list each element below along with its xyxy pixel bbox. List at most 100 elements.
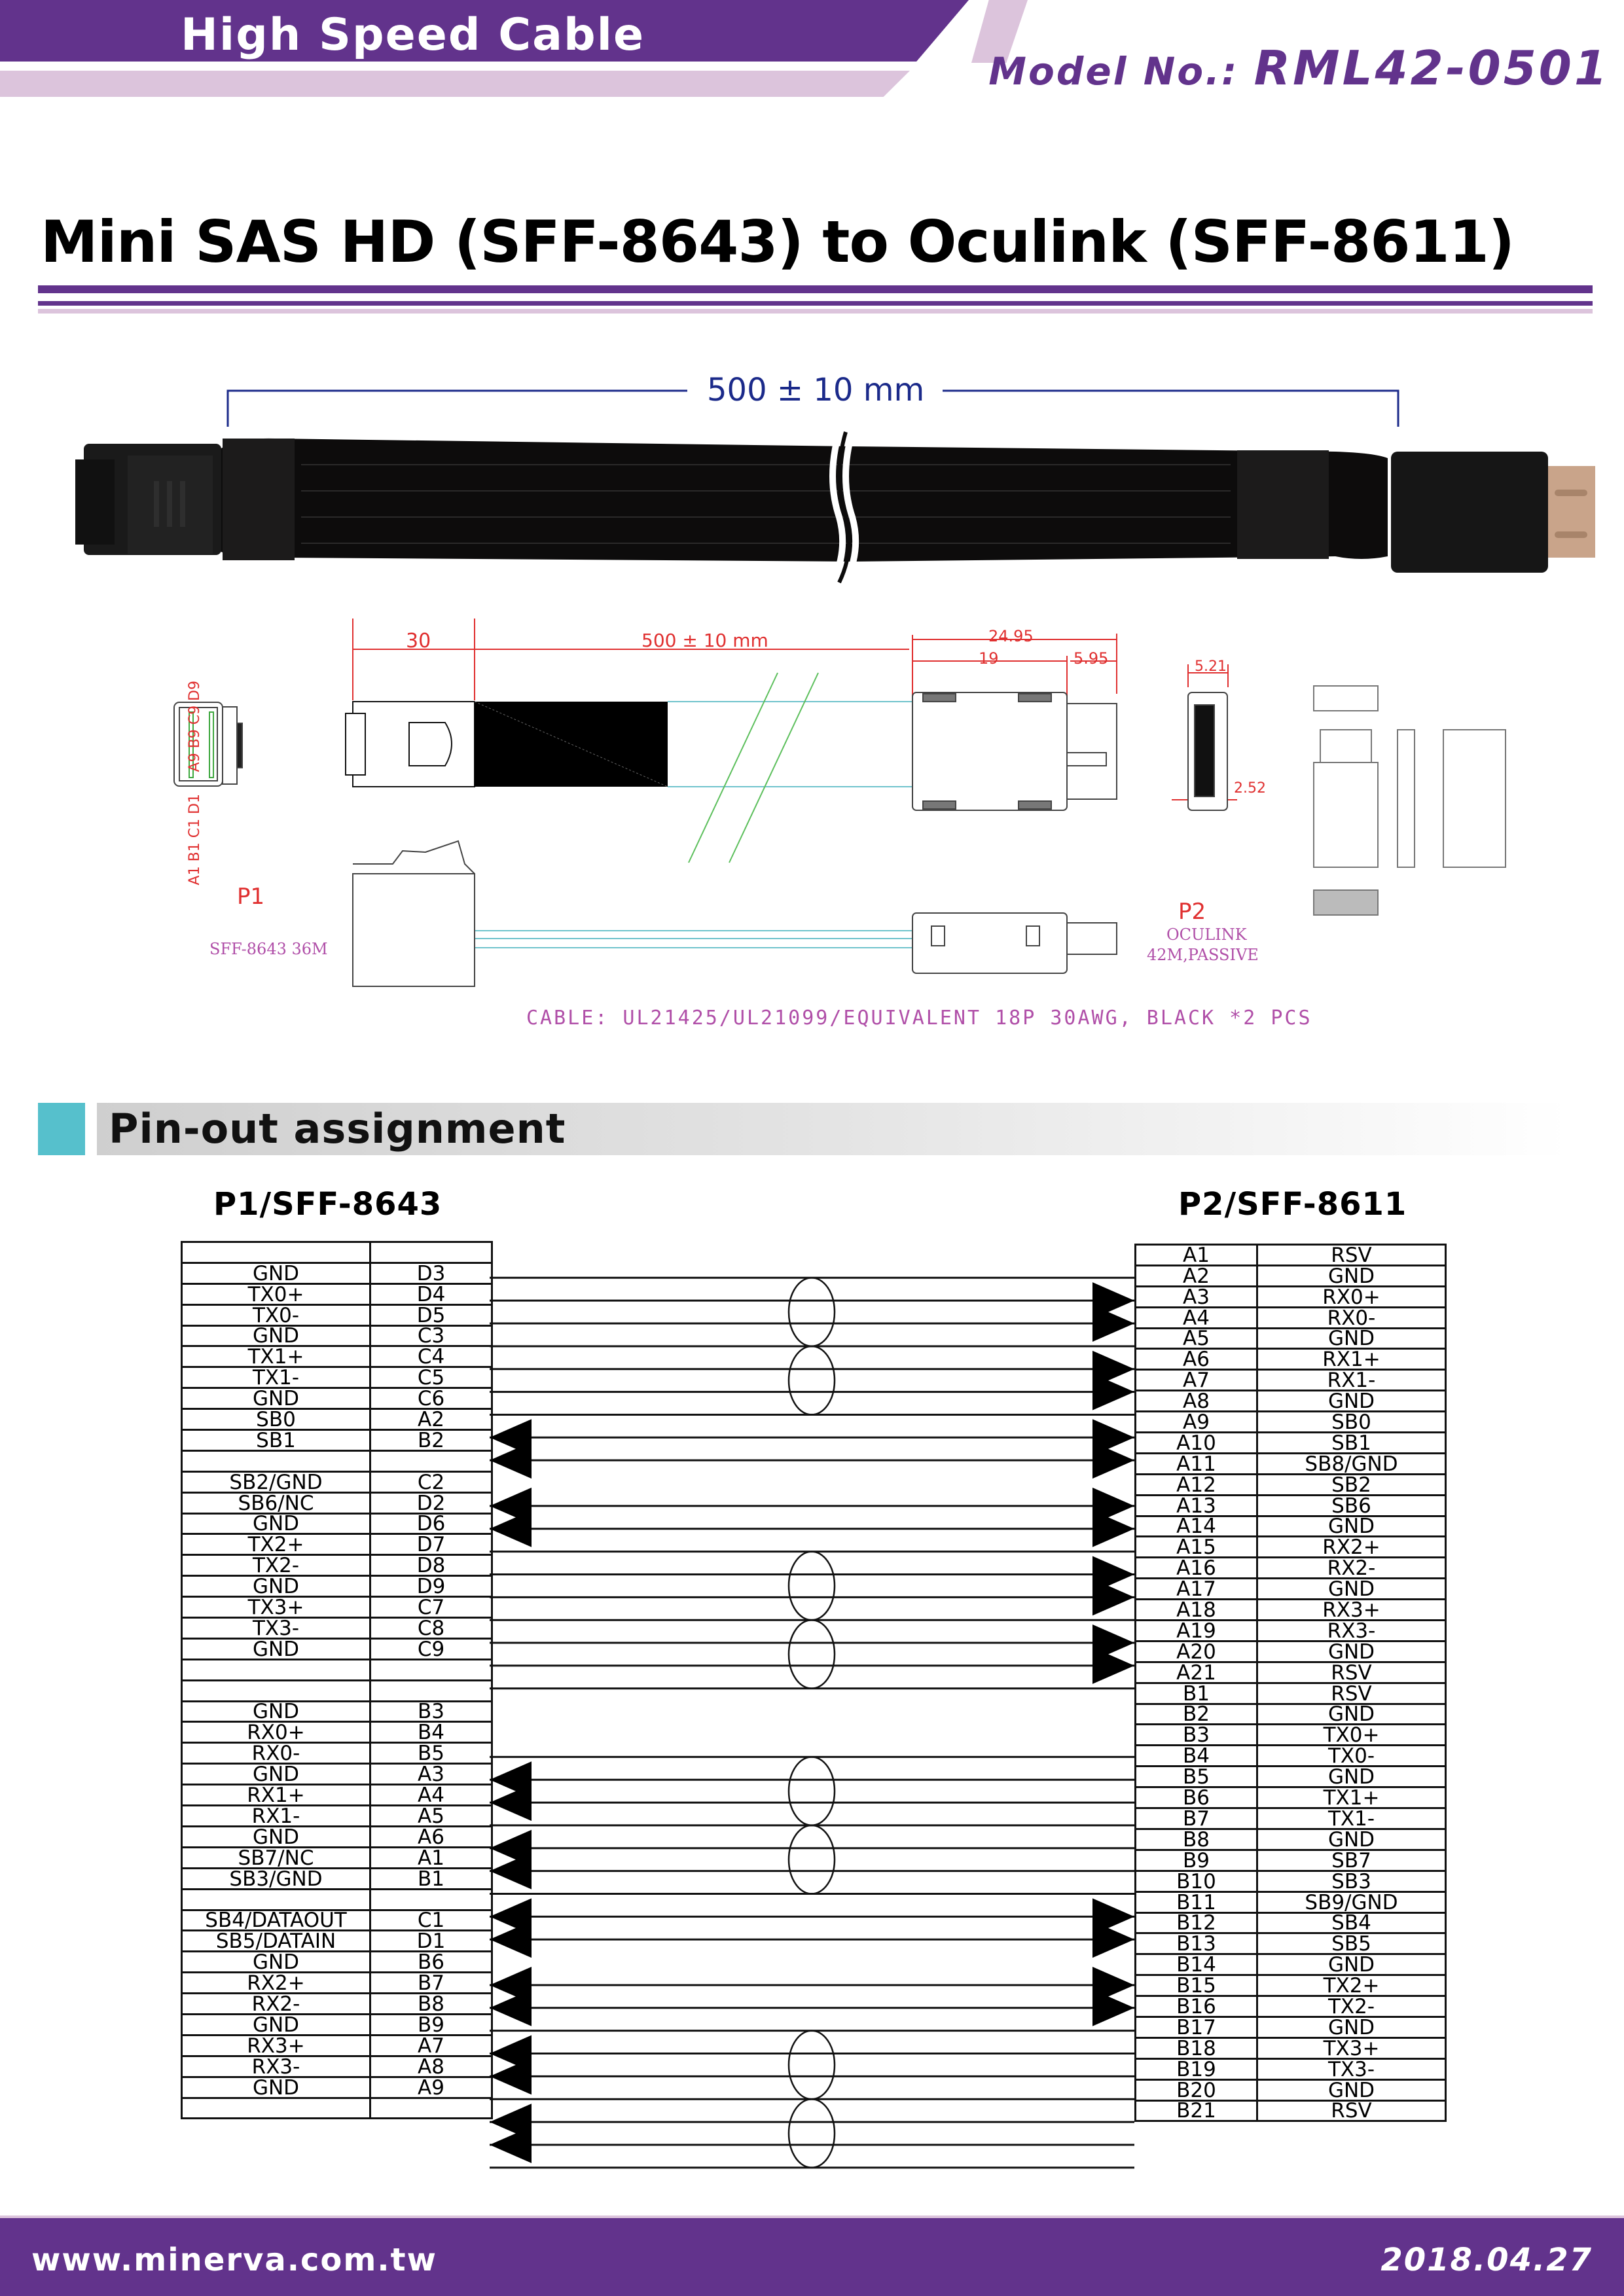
pin-cell: C5 <box>369 1366 493 1390</box>
pin-cell: B8 <box>369 1992 493 2015</box>
signal-cell: GND <box>181 1387 371 1410</box>
p1-description: SFF-8643 36M <box>209 940 328 958</box>
pin-cell: B4 <box>369 1721 493 1744</box>
signal-cell: TX0+ <box>181 1282 371 1306</box>
signal-cell: RX3+ <box>181 2034 371 2057</box>
p2-projection-views <box>1313 685 1506 916</box>
table-row: TX2-D8 <box>181 1554 493 1577</box>
technical-drawing <box>173 619 1506 987</box>
model-number: Model No.: RML42-0501 <box>988 41 1610 96</box>
signal-cell: RX1+ <box>1256 1348 1447 1371</box>
signal-cell: GND <box>181 1950 371 1974</box>
pin-cell: C2 <box>369 1470 493 1494</box>
signal-cell: SB1 <box>1256 1431 1447 1454</box>
pin-cell: A11 <box>1134 1452 1258 1475</box>
pin-cell: C9 <box>369 1637 493 1660</box>
signal-cell: RX1- <box>1256 1369 1447 1392</box>
pin-cell: C4 <box>369 1345 493 1369</box>
pin-cell: A17 <box>1134 1577 1258 1601</box>
pin-cell: B9 <box>369 2013 493 2036</box>
pin-cell: A1 <box>1134 1244 1258 1266</box>
pin-cell: B5 <box>1134 1765 1258 1789</box>
cable-photo <box>75 389 1595 584</box>
pin-cell: B3 <box>1134 1723 1258 1747</box>
signal-cell: TX2+ <box>181 1533 371 1556</box>
signal-cell: SB3 <box>1256 1869 1447 1893</box>
model-value: RML42-0501 <box>1254 41 1610 96</box>
signal-cell <box>181 1449 371 1473</box>
table-row: TX3+C7 <box>181 1596 493 1619</box>
cable-spec: CABLE: UL21425/UL21099/EQUIVALENT 18P 30… <box>526 1007 1312 1030</box>
oculink-connector-photo <box>1391 452 1595 573</box>
pin-cell: B19 <box>1134 2057 1258 2081</box>
signal-cell: RX2- <box>181 1992 371 2015</box>
table-row <box>181 1679 493 1702</box>
signal-cell: SB5 <box>1256 1932 1447 1956</box>
signal-cell: RX0+ <box>181 1721 371 1744</box>
signal-cell: RX3- <box>181 2054 371 2078</box>
signal-cell: GND <box>181 1324 371 1348</box>
signal-cell: TX1+ <box>181 1345 371 1369</box>
dim-p2-height: 5.21 <box>1195 658 1227 675</box>
dim-p2-body: 19 <box>979 649 999 668</box>
pin-cell: A1 <box>369 1846 493 1869</box>
signal-cell: RSV <box>1256 1660 1447 1684</box>
page-title: Mini SAS HD (SFF-8643) to Oculink (SFF-8… <box>41 208 1515 276</box>
p1-end-view <box>173 702 243 787</box>
signal-cell <box>181 1241 371 1264</box>
p2-side-view <box>912 912 1117 974</box>
signal-cell <box>181 2096 371 2120</box>
pin-cell: B7 <box>369 1971 493 1995</box>
signal-cell: GND <box>1256 1264 1447 1287</box>
pin-cell: A8 <box>369 2054 493 2078</box>
pin-cell <box>369 1658 493 1681</box>
table-row <box>181 1241 493 1264</box>
signal-cell: GND <box>1256 1765 1447 1789</box>
table-row: RX0-B5 <box>181 1742 493 1765</box>
pin-cell: A16 <box>1134 1556 1258 1580</box>
table-row: RX3-A8 <box>181 2054 493 2078</box>
signal-cell: TX2+ <box>1256 1974 1447 1998</box>
pin-cell: A8 <box>1134 1390 1258 1413</box>
signal-cell: TX3+ <box>1256 2036 1447 2060</box>
section-marker <box>38 1103 85 1155</box>
pin-cell: A12 <box>1134 1473 1258 1496</box>
signal-cell: GND <box>1256 1640 1447 1663</box>
pin-cell: C3 <box>369 1324 493 1348</box>
website-link[interactable]: www.minerva.com.tw <box>31 2242 437 2278</box>
pin-cell: A2 <box>369 1408 493 1431</box>
signal-cell: SB1 <box>181 1429 371 1452</box>
pin-cell: B13 <box>1134 1932 1258 1956</box>
model-label: Model No.: <box>988 49 1254 94</box>
signal-cell: TX1- <box>181 1366 371 1390</box>
pin-cell: A14 <box>1134 1515 1258 1538</box>
header-band <box>0 0 969 62</box>
pin-cell: B5 <box>369 1742 493 1765</box>
signal-cell: SB0 <box>181 1408 371 1431</box>
signal-cell: GND <box>1256 2078 1447 2102</box>
pin-cell: B17 <box>1134 2015 1258 2039</box>
signal-cell: GND <box>1256 1702 1447 1726</box>
signal-cell <box>181 1888 371 1911</box>
signal-cell: RSV <box>1256 2099 1447 2123</box>
